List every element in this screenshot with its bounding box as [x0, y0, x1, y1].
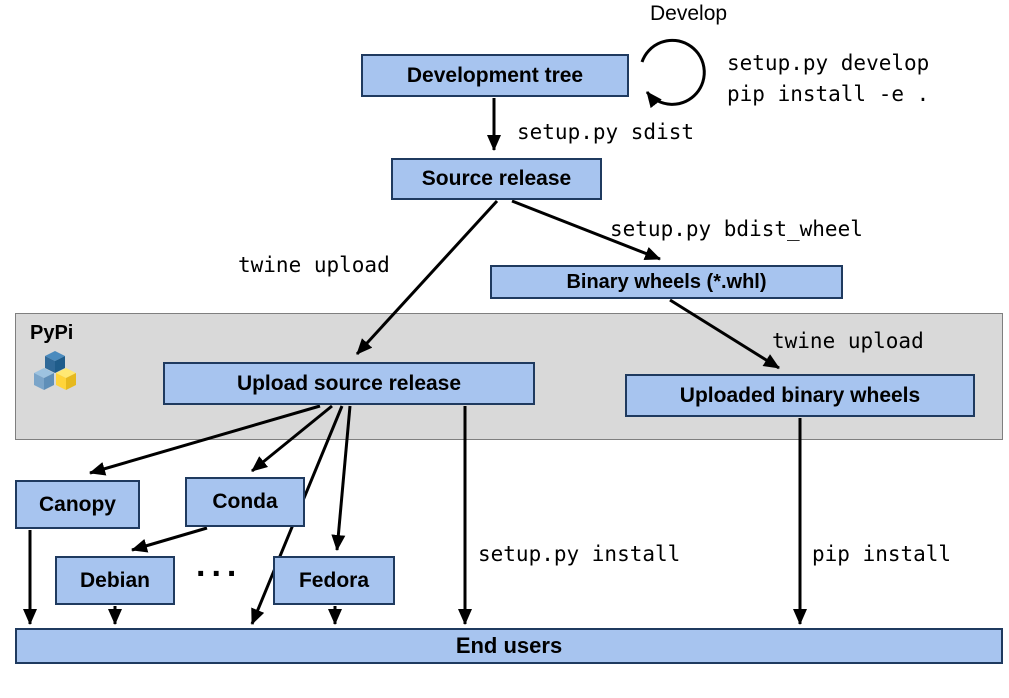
arrow-source-to-uploadsrc	[355, 199, 499, 356]
node-debian: Debian	[55, 556, 175, 605]
arrow-uploadsrc-to-canopy	[89, 404, 321, 476]
node-binary-wheels: Binary wheels (*.whl)	[490, 265, 843, 299]
arrow-conda-to-debian	[131, 526, 208, 553]
node-source-release: Source release	[391, 158, 602, 200]
node-upload-source-release: Upload source release	[163, 362, 535, 405]
label-setup-sdist: setup.py sdist	[517, 120, 695, 144]
label-twine-upload-source: twine upload	[238, 253, 390, 277]
arrow-uploadsrc-to-fedora	[331, 405, 352, 551]
label-setup-install: setup.py install	[478, 542, 681, 566]
node-canopy: Canopy	[15, 480, 140, 529]
node-end-users: End users	[15, 628, 1003, 664]
ellipsis-more-distros: ...	[196, 546, 243, 584]
arrow-develop-loop	[640, 38, 706, 109]
node-fedora: Fedora	[273, 556, 395, 605]
arrow-uploadsrc-to-conda	[251, 404, 333, 473]
label-pip-install: pip install	[812, 542, 952, 566]
label-develop-cmd-2: pip install -e .	[727, 82, 930, 106]
label-develop-cmd-1: setup.py develop	[727, 51, 930, 75]
label-setup-bdist-wheel: setup.py bdist_wheel	[610, 217, 863, 241]
pypi-band-label: PyPi	[30, 322, 74, 344]
label-develop: Develop	[650, 2, 728, 25]
label-develop-commands: setup.py develop pip install -e .	[727, 48, 929, 110]
node-uploaded-binary-wheels: Uploaded binary wheels	[625, 374, 975, 417]
arrow-binwheels-to-uploadedwheels	[669, 298, 780, 370]
node-conda: Conda	[185, 477, 305, 527]
pypi-logo-icon	[34, 351, 76, 390]
node-development-tree: Development tree	[361, 54, 629, 97]
label-twine-upload-wheels: twine upload	[772, 329, 924, 353]
arrow-source-to-binwheels	[511, 199, 661, 261]
